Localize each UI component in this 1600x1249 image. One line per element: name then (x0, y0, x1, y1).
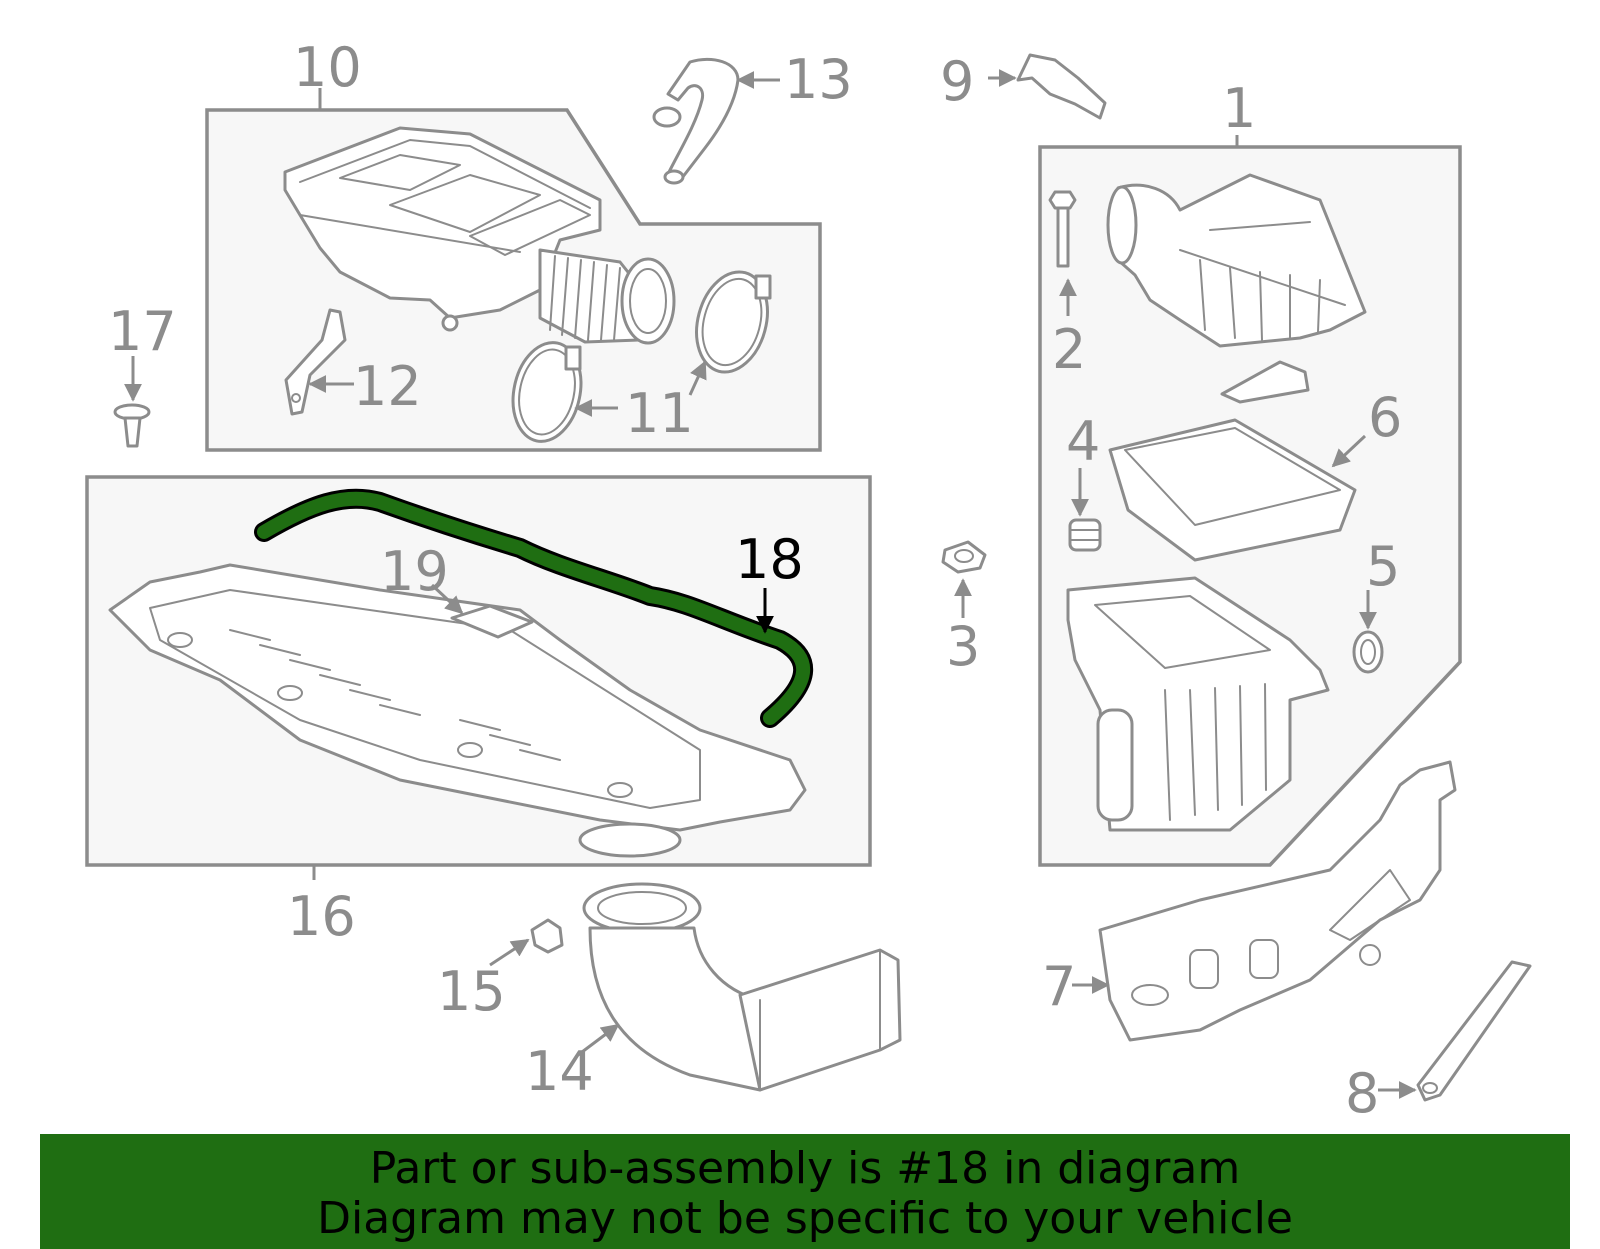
filter-element-part-6 (1108, 418, 1357, 562)
callout-10: 10 (293, 36, 362, 99)
callout-17: 17 (108, 300, 177, 363)
info-banner: Part or sub-assembly is #18 in diagram D… (40, 1134, 1570, 1249)
label-part-19 (450, 604, 534, 639)
leader-lines (124, 69, 1417, 1099)
callout-16: 16 (287, 885, 356, 948)
callout-3: 3 (946, 615, 980, 678)
gasket-plate (1220, 360, 1310, 404)
callout-5: 5 (1366, 535, 1400, 598)
nut-part-3 (941, 540, 987, 574)
hose-part-13 (652, 57, 740, 185)
callout-19: 19 (380, 540, 449, 603)
callout-13: 13 (784, 48, 853, 111)
callout-15: 15 (437, 960, 506, 1023)
bracket-part-8 (1416, 960, 1532, 1102)
hose-18-body (257, 491, 811, 725)
panel-part-7 (1098, 760, 1457, 1042)
callout-8: 8 (1345, 1062, 1379, 1125)
callout-12: 12 (353, 355, 422, 418)
highlighted-hose-part-18 (254, 488, 814, 728)
callout-9: 9 (940, 50, 974, 113)
bracket-part-12 (284, 308, 347, 416)
clamp-part-11 (511, 270, 772, 443)
fitting-part-15 (530, 918, 564, 954)
bracket-part-9 (1016, 53, 1107, 120)
duct-part-14 (582, 882, 902, 1092)
callout-1: 1 (1222, 77, 1256, 140)
grommet-part-4 (1068, 518, 1102, 552)
callout-11: 11 (625, 382, 694, 445)
banner-line-1: Part or sub-assembly is #18 in diagram (369, 1143, 1241, 1194)
callout-14: 14 (525, 1040, 594, 1103)
bolt-part-2 (1048, 190, 1077, 268)
lower-housing (1066, 576, 1330, 832)
callout-labels: 10 13 9 1 2 17 12 11 4 6 18 19 5 3 16 15… (108, 36, 1402, 1125)
push-pin-part-17 (113, 403, 151, 448)
callout-18: 18 (735, 528, 804, 591)
callout-2: 2 (1052, 318, 1086, 381)
callout-6: 6 (1368, 386, 1402, 449)
lower-cover-part-16 (108, 563, 807, 858)
air-cleaner-upper-housing (1106, 173, 1367, 348)
air-cleaner-cover-part-10 (283, 126, 676, 345)
seal-part-5 (1352, 630, 1384, 674)
banner-line-2: Diagram may not be specific to your vehi… (317, 1193, 1293, 1244)
callout-7: 7 (1042, 955, 1076, 1018)
callout-4: 4 (1066, 410, 1100, 473)
